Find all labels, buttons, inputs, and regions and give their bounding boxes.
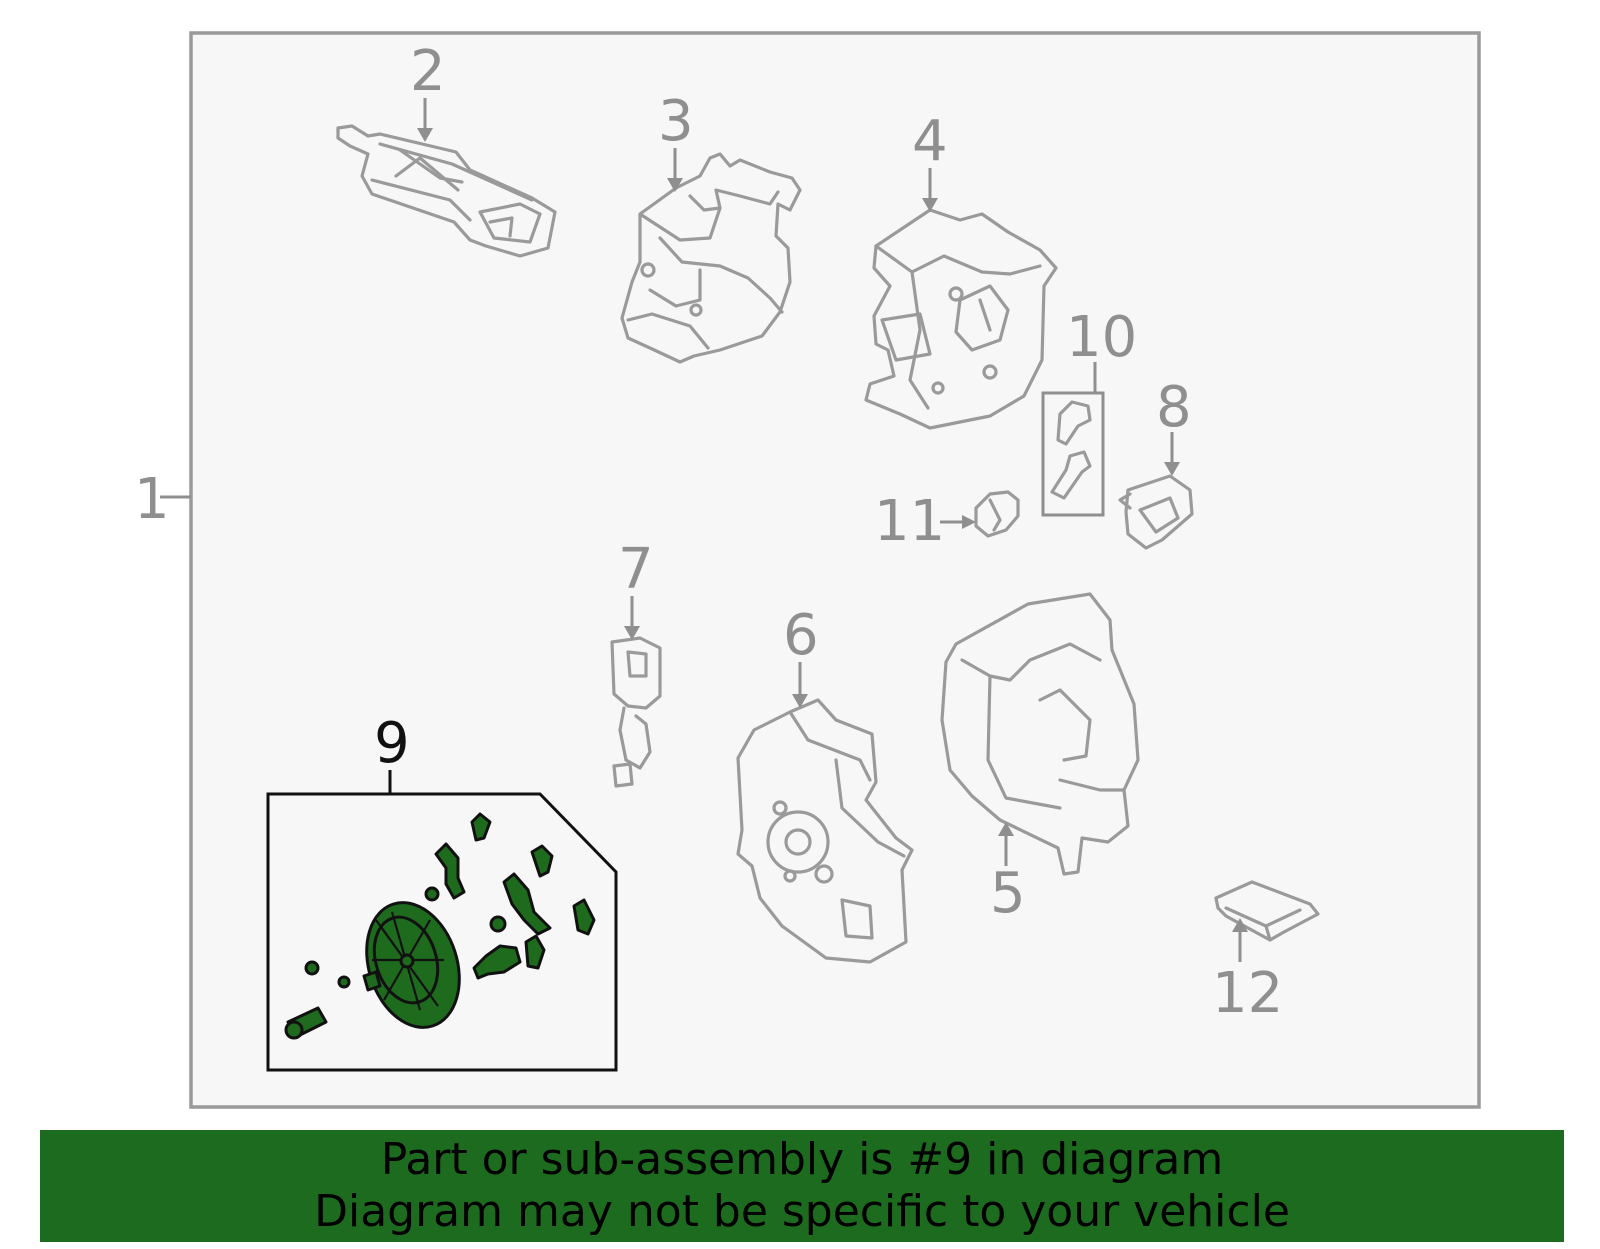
callout-12: 12 xyxy=(1212,961,1283,1026)
banner-line-2: Diagram may not be specific to your vehi… xyxy=(314,1186,1290,1237)
part-9-assembly[interactable] xyxy=(266,770,618,1072)
callout-7: 7 xyxy=(618,537,654,602)
part-6-housing xyxy=(736,662,914,964)
banner-line-1: Part or sub-assembly is #9 in diagram xyxy=(380,1134,1224,1185)
part-5-cover xyxy=(940,592,1140,876)
callout-2: 2 xyxy=(410,39,446,104)
callout-10: 10 xyxy=(1066,305,1137,370)
part-9-bracket-box xyxy=(266,792,618,1072)
part-3-housing xyxy=(620,148,802,364)
part-2-duct xyxy=(336,98,557,258)
callout-5: 5 xyxy=(990,861,1026,926)
callout-11: 11 xyxy=(874,489,945,554)
info-banner: Part or sub-assembly is #9 in diagram Di… xyxy=(40,1130,1564,1242)
part-7-sensor xyxy=(610,596,662,788)
callout-6: 6 xyxy=(783,603,819,668)
part-10-screws xyxy=(1041,362,1105,517)
part-4-housing xyxy=(864,168,1058,430)
callout-3: 3 xyxy=(658,89,694,154)
callout-9[interactable]: 9 xyxy=(374,711,410,776)
callout-4: 4 xyxy=(912,109,948,174)
part-11-clip xyxy=(940,490,1020,538)
part-12-filter xyxy=(1214,880,1320,962)
callout-8: 8 xyxy=(1156,375,1192,440)
part-8-resistor xyxy=(1118,432,1194,550)
callout-1: 1 xyxy=(134,467,170,532)
